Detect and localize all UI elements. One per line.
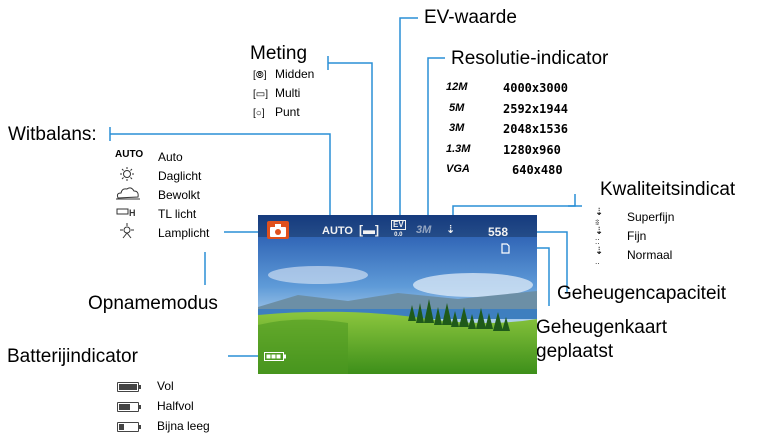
multi-metering-icon: [▭] [253, 89, 269, 100]
battery-item: Halfvol [117, 398, 237, 416]
memcard-label-1: Geheugenkaart [536, 317, 667, 338]
metering-label: Meting [250, 43, 308, 64]
battery-item: Vol [117, 378, 237, 396]
osd-capacity: 558 [488, 225, 509, 239]
battery-item: Bijna leeg [117, 418, 237, 436]
landscape-photo [258, 215, 537, 374]
metering-item: [⦾]Midden [253, 67, 315, 81]
fluorescent-icon: H [116, 208, 136, 218]
spot-metering-icon: [○] [253, 108, 265, 119]
sun-icon [120, 167, 134, 181]
superfine-icon: ⇣⁝⁞⁝ [595, 207, 604, 228]
battery-low-icon [117, 421, 141, 432]
resolution-size: 4000x3000 [503, 81, 569, 95]
battery-full-icon [117, 381, 141, 392]
osd-whitebalance: AUTO [322, 225, 353, 237]
fine-icon: ⇣⁚⁚ [595, 226, 604, 247]
resolution-code: 5M [449, 102, 465, 114]
camera-mode-icon [267, 221, 289, 239]
resolution-size: 2592x1944 [503, 102, 569, 116]
camera-lcd-screen: AUTO [▬] EV 0.0 3M ⇣ 558 [258, 215, 537, 374]
capacity-label: Geheugencapaciteit [557, 283, 727, 304]
osd-ev: EV 0.0 [391, 220, 406, 238]
memory-card-icon [501, 243, 510, 254]
osd-quality-icon: ⇣ [446, 224, 456, 236]
osd-metering-icon: [▬] [359, 223, 379, 237]
resolution-code: 1.3M [446, 143, 471, 155]
metering-item: [○]Punt [253, 105, 300, 119]
resolution-size: 640x480 [512, 163, 563, 177]
capture-mode-label: Opnamemodus [88, 293, 218, 314]
center-metering-icon: [⦾] [253, 70, 267, 81]
resolution-label: Resolutie-indicator [451, 48, 609, 69]
resolution-code: VGA [446, 163, 470, 175]
whitebalance-label: Witbalans: [8, 124, 97, 145]
lamp-icon [120, 223, 134, 239]
quality-label: Kwaliteitsindicat [600, 179, 736, 200]
auto-wb-icon: AUTO [115, 149, 144, 160]
memcard-label-2: geplaatst [536, 341, 614, 362]
ev-label: EV-waarde [424, 7, 517, 28]
resolution-code: 3M [449, 122, 465, 134]
resolution-size: 2048x1536 [503, 122, 569, 136]
cloud-icon [116, 187, 140, 200]
battery-label: Batterijindicator [7, 346, 138, 367]
battery-half-icon [117, 401, 141, 412]
resolution-code: 12M [446, 81, 468, 93]
resolution-size: 1280x960 [503, 143, 561, 157]
osd-battery-icon [264, 352, 286, 361]
metering-item: [▭]Multi [253, 86, 301, 100]
osd-resolution: 3M [416, 224, 432, 236]
normal-icon: ⇣‥ [595, 246, 604, 267]
svg-text:H: H [129, 208, 136, 218]
